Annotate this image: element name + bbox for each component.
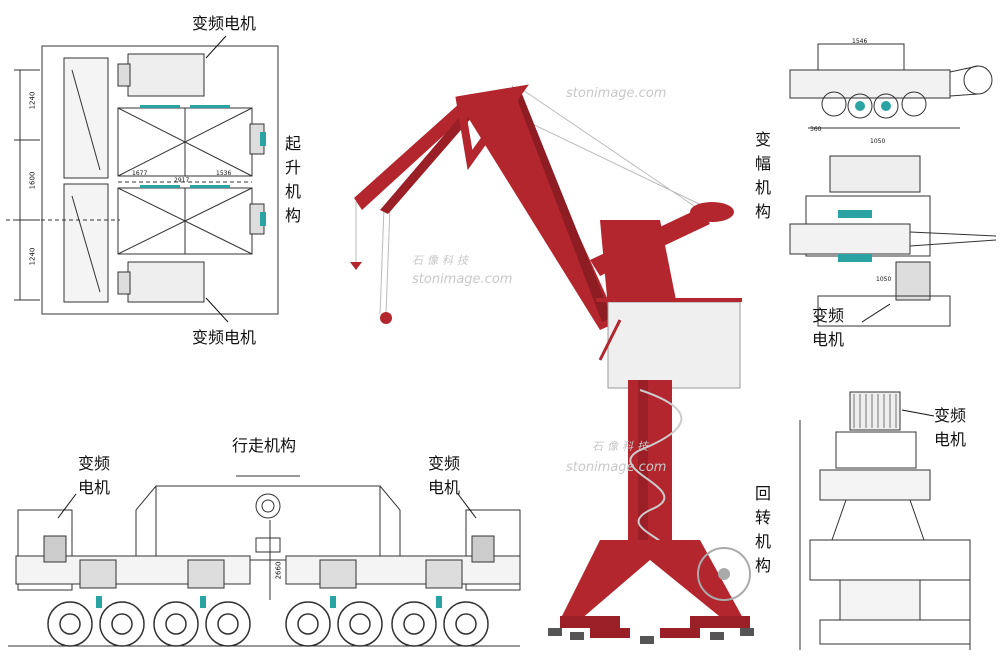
dim-luff-360: 360 (810, 126, 822, 133)
label-slewing-motor: 变频电机 (934, 406, 967, 449)
watermark-brand-2: 石像科技 (592, 440, 652, 453)
dim-luff-1546: 1546 (852, 38, 868, 45)
travel-teal-parts (96, 596, 442, 608)
label-hoist-motor-bottom: 变频电机 (192, 328, 257, 347)
watermark-url-3: stonimage.com (566, 460, 667, 475)
label-luffing-mechanism: 变幅机构 (754, 130, 771, 221)
label-hoist-motor-top: 变频电机 (192, 14, 257, 33)
watermark-url-1: stonimage.com (566, 86, 667, 101)
dim-hoist-2917: 2917 (174, 177, 190, 184)
dim-travel-2660: 2660 (274, 561, 283, 580)
dim-hoist-1240-bottom: 1240 (28, 247, 37, 266)
dim-luff-1050-bottom: 1050 (876, 276, 892, 283)
hoist-teal-bars (140, 105, 266, 226)
label-travel-motor-right: 变频电机 (428, 454, 461, 497)
label-travel-mechanism: 行走机构 (232, 436, 297, 455)
label-travel-motor-left: 变频电机 (78, 454, 111, 497)
hoist-mechanism-drawing (6, 45, 279, 315)
luffing-teal-parts (838, 101, 891, 262)
dim-hoist-1240-top: 1240 (28, 91, 37, 110)
label-luffing-motor: 变频电机 (812, 306, 845, 349)
label-slewing-mechanism: 回转机构 (754, 484, 771, 575)
travel-mechanism-drawing (8, 475, 521, 647)
portal-crane (350, 84, 754, 644)
dim-luff-1050-top: 1050 (870, 138, 886, 145)
dim-hoist-1536: 1536 (216, 170, 232, 177)
slewing-mechanism-drawing (799, 391, 971, 650)
dim-hoist-1677: 1677 (132, 170, 148, 177)
dim-hoist-1600: 1600 (28, 171, 37, 190)
luffing-mechanism-drawing (789, 43, 997, 327)
watermark-url-2: stonimage.com (412, 272, 513, 287)
label-hoist-mechanism: 起升机构 (284, 134, 301, 225)
leader-lines (57, 35, 935, 519)
watermark-brand-1: 石像科技 (412, 254, 472, 267)
